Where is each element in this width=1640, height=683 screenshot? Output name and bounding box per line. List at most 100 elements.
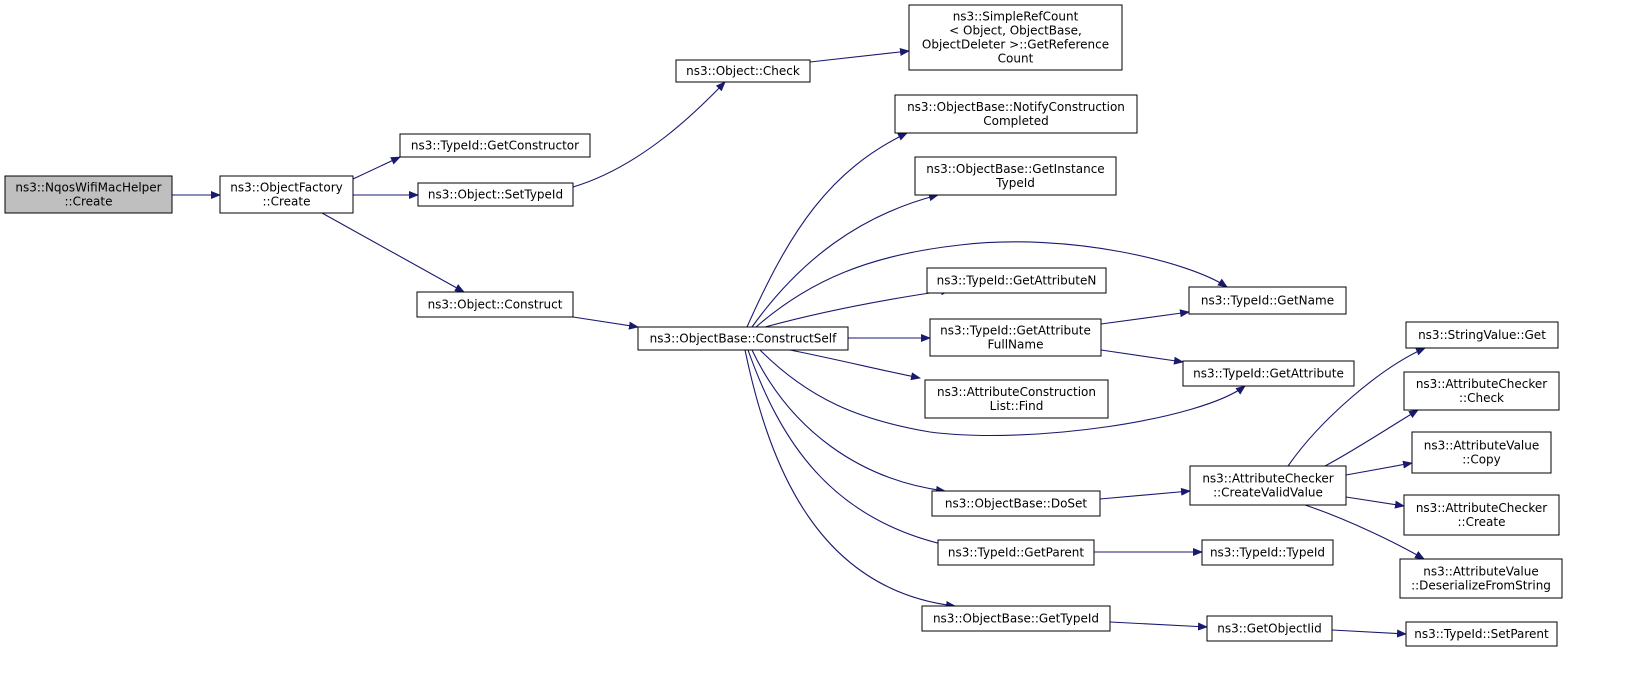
node-label-line: ::Create	[1458, 515, 1506, 529]
node-label-line: Count	[998, 52, 1034, 66]
node-n22[interactable]: ns3::AttributeChecker::Check	[1403, 371, 1560, 411]
node-box[interactable]	[417, 182, 574, 207]
node-n1[interactable]: ns3::ObjectFactory::Create	[219, 175, 354, 214]
node-label-line: ns3::Object::SetTypeId	[428, 188, 563, 202]
node-label-line: Completed	[983, 114, 1048, 128]
node-label-line: ns3::Object::Construct	[428, 298, 563, 312]
node-n0[interactable]: ns3::NqosWifiMacHelper::Create	[4, 175, 173, 214]
node-label-line: ns3::TypeId::GetName	[1201, 294, 1334, 308]
node-box[interactable]	[921, 605, 1111, 632]
node-n10[interactable]: ns3::TypeId::GetAttributeN	[926, 267, 1107, 294]
node-label-line: ns3::TypeId::TypeId	[1210, 546, 1325, 560]
node-n2[interactable]: ns3::TypeId::GetConstructor	[399, 133, 591, 158]
node-box[interactable]	[1403, 371, 1560, 411]
node-n21[interactable]: ns3::StringValue::Get	[1405, 321, 1559, 349]
node-label-line: ObjectDeleter >::GetReference	[922, 38, 1109, 52]
edge-n3-n5	[572, 81, 726, 188]
node-n20[interactable]: ns3::GetObjectIid	[1206, 615, 1333, 642]
node-n17[interactable]: ns3::TypeId::GetAttribute	[1182, 360, 1355, 387]
node-label-line: ns3::ObjectBase::NotifyConstruction	[907, 100, 1125, 114]
edge-n11-n16	[1100, 309, 1190, 325]
node-label-line: ns3::AttributeChecker	[1202, 472, 1333, 486]
node-label-line: ns3::ObjectBase::GetTypeId	[933, 612, 1099, 626]
node-label-line: ns3::TypeId::GetAttribute	[940, 324, 1091, 338]
node-box[interactable]	[926, 267, 1107, 294]
node-n26[interactable]: ns3::TypeId::SetParent	[1405, 621, 1558, 647]
node-box[interactable]	[399, 133, 591, 158]
edge-n7-n9	[751, 193, 939, 328]
node-n19[interactable]: ns3::TypeId::TypeId	[1201, 539, 1334, 566]
node-label-line: ns3::AttributeValue	[1423, 565, 1539, 579]
node-box[interactable]	[1189, 465, 1347, 506]
node-n23[interactable]: ns3::AttributeValue::Copy	[1411, 431, 1552, 474]
node-label-line: ns3::TypeId::GetConstructor	[411, 139, 579, 153]
node-box[interactable]	[1182, 360, 1355, 387]
node-box[interactable]	[637, 326, 849, 351]
node-n14[interactable]: ns3::TypeId::GetParent	[937, 539, 1095, 566]
node-label-line: ns3::GetObjectIid	[1217, 622, 1322, 636]
root-node-box[interactable]	[4, 175, 173, 214]
node-box[interactable]	[929, 318, 1102, 357]
node-n5[interactable]: ns3::Object::Check	[675, 59, 811, 83]
node-n3[interactable]: ns3::Object::SetTypeId	[417, 182, 574, 207]
node-label-line: ns3::NqosWifiMacHelper	[15, 181, 161, 195]
node-label-line: ns3::AttributeChecker	[1416, 501, 1547, 515]
edge-n18-n23	[1345, 460, 1413, 476]
edge-n20-n26	[1331, 629, 1407, 638]
edge-n7-n12	[789, 349, 921, 381]
node-n24[interactable]: ns3::AttributeChecker::Create	[1403, 494, 1560, 536]
node-n16[interactable]: ns3::TypeId::GetName	[1188, 286, 1347, 315]
node-label-line: ns3::ObjectBase::ConstructSelf	[650, 332, 837, 346]
node-label-line: ns3::TypeId::GetParent	[948, 546, 1084, 560]
edge-n18-n21	[1287, 347, 1426, 467]
node-box[interactable]	[924, 379, 1109, 419]
edge-n1-n4	[321, 212, 465, 293]
edge-n7-n8	[746, 132, 908, 328]
node-box[interactable]	[1201, 539, 1334, 566]
node-label-line: < Object, ObjectBase,	[949, 24, 1082, 38]
node-n8[interactable]: ns3::ObjectBase::NotifyConstructionCompl…	[894, 94, 1138, 134]
node-box[interactable]	[914, 156, 1117, 196]
node-n18[interactable]: ns3::AttributeChecker::CreateValidValue	[1189, 465, 1347, 506]
node-label-line: ns3::AttributeChecker	[1416, 377, 1547, 391]
edge-n7-n17	[759, 349, 1246, 436]
edge-n18-n22	[1324, 409, 1419, 467]
node-label-line: ::Copy	[1462, 453, 1501, 467]
node-box[interactable]	[937, 539, 1095, 566]
node-box[interactable]	[1405, 321, 1559, 349]
edge-n5-n6	[809, 48, 910, 63]
node-box[interactable]	[416, 291, 574, 318]
node-n13[interactable]: ns3::ObjectBase::DoSet	[931, 490, 1101, 517]
edge-n1-n2	[352, 156, 401, 180]
node-box[interactable]	[1188, 286, 1347, 315]
node-n4[interactable]: ns3::Object::Construct	[416, 291, 574, 318]
edge-n18-n24	[1345, 496, 1405, 509]
edge-n18-n25	[1304, 504, 1425, 560]
node-label-line: ns3::SimpleRefCount	[953, 10, 1079, 24]
node-box[interactable]	[1206, 615, 1333, 642]
node-n25[interactable]: ns3::AttributeValue::DeserializeFromStri…	[1399, 558, 1563, 599]
node-box[interactable]	[219, 175, 354, 214]
edge-n7-n10	[764, 287, 951, 328]
node-label-line: ns3::AttributeValue	[1424, 439, 1540, 453]
edges-layer	[172, 48, 1426, 638]
node-box[interactable]	[931, 490, 1101, 517]
node-box[interactable]	[1405, 621, 1558, 647]
node-n15[interactable]: ns3::ObjectBase::GetTypeId	[921, 605, 1111, 632]
node-box[interactable]	[1403, 494, 1560, 536]
node-box[interactable]	[675, 59, 811, 83]
node-label-line: ::DeserializeFromString	[1411, 579, 1551, 593]
node-n6[interactable]: ns3::SimpleRefCount< Object, ObjectBase,…	[908, 4, 1123, 71]
node-box[interactable]	[1411, 431, 1552, 474]
node-n7[interactable]: ns3::ObjectBase::ConstructSelf	[637, 326, 849, 351]
node-box[interactable]	[894, 94, 1138, 134]
node-box[interactable]	[908, 4, 1123, 71]
edge-n13-n18	[1099, 487, 1191, 500]
edge-n11-n17	[1100, 349, 1184, 365]
node-label-line: ns3::TypeId::GetAttributeN	[937, 274, 1097, 288]
node-box[interactable]	[1399, 558, 1563, 599]
